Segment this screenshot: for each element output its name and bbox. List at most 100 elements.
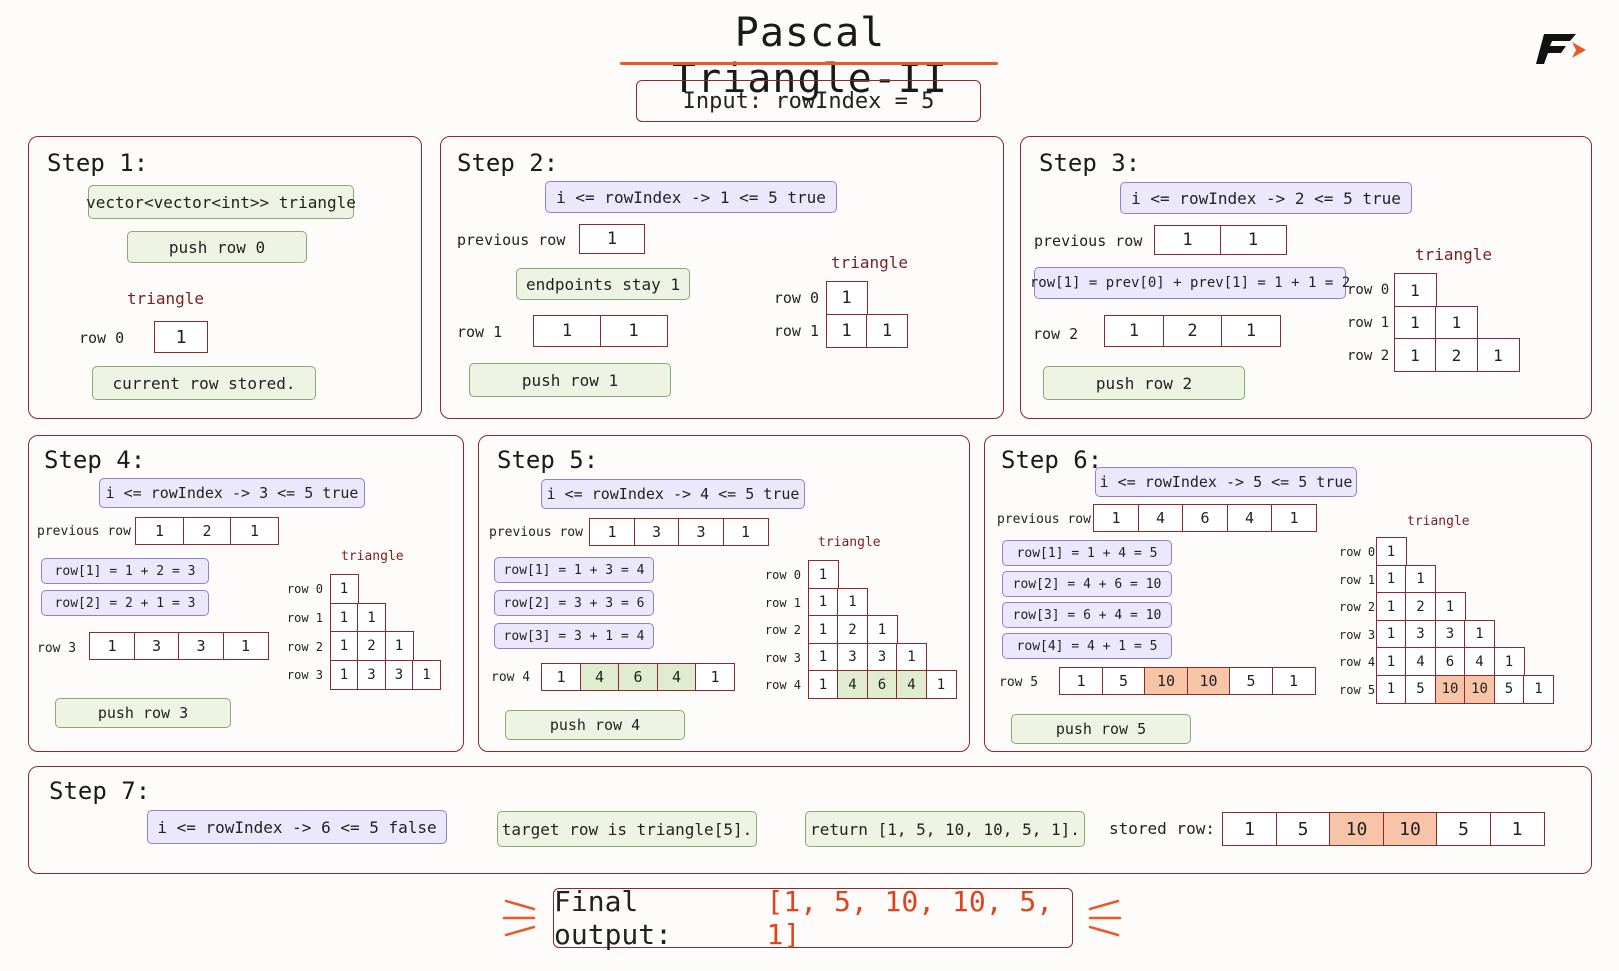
triangle-cell: 1	[1493, 647, 1525, 676]
step2-panel: Step 2: i <= rowIndex -> 1 <= 5 true pre…	[440, 136, 1004, 419]
cell: 1	[695, 663, 735, 691]
cell: 3	[633, 518, 680, 546]
cell: 1	[154, 321, 208, 353]
triangle-row-label: row 1	[1347, 315, 1390, 332]
triangle-cell: 1	[807, 560, 839, 589]
triangle-cell: 3	[1434, 619, 1466, 649]
triangle-cell: 1	[357, 602, 386, 633]
step3-condition: i <= rowIndex -> 2 <= 5 true	[1120, 182, 1412, 214]
triangle-cell: 1	[1434, 592, 1466, 621]
step1-push: push row 0	[127, 231, 307, 263]
step6-condition: i <= rowIndex -> 5 <= 5 true	[1095, 467, 1357, 497]
triangle-row-label: row 0	[773, 289, 819, 307]
step7-condition: i <= rowIndex -> 6 <= 5 false	[147, 810, 447, 844]
cell: 1	[135, 517, 184, 545]
triangle-row-label: row 3	[764, 650, 801, 665]
step7-stored-label: stored row:	[1109, 819, 1215, 838]
step7-panel: Step 7: i <= rowIndex -> 6 <= 5 false ta…	[28, 766, 1592, 874]
step5-push: push row 4	[505, 710, 685, 740]
step5-panel: Step 5: i <= rowIndex -> 4 <= 5 true pre…	[478, 435, 970, 752]
cell: 1	[1059, 667, 1103, 695]
triangle-cell: 1	[1375, 619, 1407, 649]
triangle-row-label: row 4	[764, 678, 801, 693]
triangle-cell: 1	[329, 574, 359, 604]
step3-push: push row 2	[1043, 366, 1245, 400]
cell: 1	[533, 315, 601, 347]
step6-title: Step 6:	[1001, 446, 1103, 474]
triangle-cell: 1	[837, 587, 868, 617]
step2-title: Step 2:	[457, 149, 559, 177]
triangle-row-label: row 3	[1339, 627, 1376, 642]
triangle-cell: 1	[412, 659, 441, 690]
cell: 5	[1101, 667, 1146, 695]
cell: 1	[1271, 504, 1317, 532]
cell: 10	[1329, 812, 1384, 846]
triangle-cell: 1	[329, 659, 359, 690]
cell: 4	[1226, 504, 1273, 532]
step2-triangle-label: triangle	[831, 253, 909, 272]
step4-title: Step 4:	[44, 446, 146, 474]
cell: 2	[1162, 315, 1223, 347]
step5-title: Step 5:	[497, 446, 599, 474]
triangle-cell: 1	[1435, 305, 1478, 340]
cell: 10	[1382, 812, 1438, 846]
step1-panel: Step 1: vector<vector<int>> triangle pus…	[28, 136, 422, 419]
step4-condition: i <= rowIndex -> 3 <= 5 true	[99, 478, 365, 508]
step4-calc-1: row[1] = 1 + 2 = 3	[41, 558, 209, 584]
cell: 5	[1436, 812, 1491, 846]
step4-row-label: row 3	[37, 641, 77, 656]
triangle-cell: 10	[1434, 674, 1466, 704]
cell: 10	[1186, 667, 1231, 695]
cell: 1	[89, 632, 135, 660]
cell: 1	[1222, 812, 1277, 846]
step1-stored: current row stored.	[92, 366, 316, 400]
cell: 6	[1182, 504, 1228, 532]
step4-previous-label: previous row	[37, 524, 131, 539]
cell: 1	[1093, 504, 1139, 532]
cell: 1	[230, 517, 279, 545]
triangle-cell: 1	[807, 615, 839, 644]
cell: 1	[541, 663, 581, 691]
triangle-cell: 4	[1464, 647, 1495, 676]
step6-calc-4: row[4] = 4 + 1 = 5	[1002, 633, 1172, 659]
triangle-cell: 2	[357, 631, 386, 661]
step1-triangle-label: triangle	[127, 289, 205, 308]
step7-return: return [1, 5, 10, 10, 5, 1].	[805, 811, 1085, 847]
triangle-cell: 1	[807, 587, 839, 617]
step4-panel: Step 4: i <= rowIndex -> 3 <= 5 true pre…	[28, 435, 464, 752]
triangle-cell: 1	[896, 642, 927, 672]
triangle-cell: 3	[1405, 619, 1436, 649]
triangle-cell: 2	[1405, 592, 1436, 621]
step2-condition: i <= rowIndex -> 1 <= 5 true	[545, 181, 837, 213]
triangle-cell: 1	[825, 313, 868, 348]
step6-panel: Step 6: i <= rowIndex -> 5 <= 5 true pre…	[984, 435, 1592, 752]
step2-previous-cells: 1	[579, 224, 645, 254]
step5-calc-1: row[1] = 1 + 3 = 4	[494, 557, 654, 583]
step4-triangle-label: triangle	[341, 549, 404, 564]
triangle-cell: 3	[866, 642, 898, 672]
triangle-cell: 1	[925, 670, 957, 699]
cell: 1	[1219, 225, 1287, 255]
triangle-cell: 3	[357, 659, 386, 690]
step4-calc-2: row[2] = 2 + 1 = 3	[41, 590, 209, 616]
step5-triangle-label: triangle	[818, 535, 881, 550]
step6-triangle-label: triangle	[1407, 514, 1470, 529]
triangle-row-label: row 0	[286, 582, 323, 596]
